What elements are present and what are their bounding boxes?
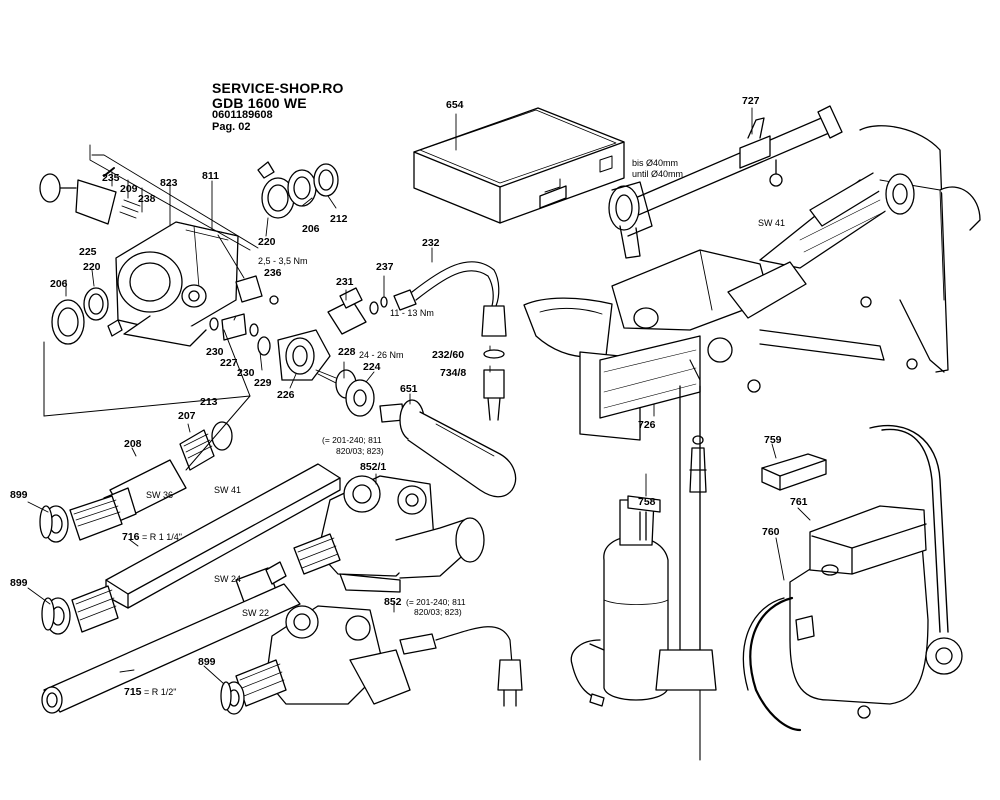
model-name: GDB 1600 WE <box>212 94 307 111</box>
part-labels: 654 727 811 823 235 209 238 225 220 206 … <box>10 95 808 698</box>
torque-236: 2,5 - 3,5 Nm <box>258 256 308 266</box>
torque-237: 11 - 13 Nm <box>390 308 434 318</box>
label-852-1: 852/1 <box>360 461 386 473</box>
label-823: 823 <box>160 177 178 189</box>
label-227: 227 <box>220 357 238 369</box>
label-206-right: 206 <box>302 223 320 235</box>
label-209: 209 <box>120 183 138 195</box>
hanging-coupling-drawing <box>689 435 707 493</box>
knob-screw-drawing <box>39 167 141 225</box>
label-236: 236 <box>264 267 282 279</box>
valve-hose-drawing <box>327 261 507 421</box>
seal-rings-right <box>107 161 339 337</box>
coupling-drawing <box>277 329 375 417</box>
label-206-left: 206 <box>50 278 68 290</box>
sw24-label: SW 24 <box>214 574 241 584</box>
filter-block-drawing <box>761 453 827 491</box>
leader-lines <box>27 107 811 685</box>
ring-899-b <box>41 597 55 631</box>
label-208: 208 <box>124 438 142 450</box>
ring-899-c <box>220 681 232 711</box>
variant-852-line2: 820/03; 823) <box>414 607 462 617</box>
label-727: 727 <box>742 95 760 107</box>
label-759: 759 <box>764 434 782 446</box>
water-tank-drawing <box>570 385 717 707</box>
label-207: 207 <box>178 410 196 422</box>
label-734-8: 734/8 <box>440 367 466 379</box>
label-715: 715 <box>124 686 142 698</box>
label-232-60: 232/60 <box>432 349 464 361</box>
label-231: 231 <box>336 276 354 288</box>
label-230-a: 230 <box>206 346 224 358</box>
label-230-b: 230 <box>237 367 255 379</box>
label-212: 212 <box>330 213 348 225</box>
shop-title: SERVICE-SHOP.RO <box>212 80 344 96</box>
label-758: 758 <box>638 496 656 508</box>
label-651: 651 <box>400 383 418 395</box>
drill-stand-drawing <box>523 125 981 761</box>
label-899-a: 899 <box>10 489 28 501</box>
label-761: 761 <box>790 496 808 508</box>
label-229: 229 <box>254 377 272 389</box>
label-899-b: 899 <box>10 577 28 589</box>
variant-852-1-line2: 820/03; 823) <box>336 446 384 456</box>
sw22-label: SW 22 <box>242 608 269 618</box>
label-235: 235 <box>102 172 120 184</box>
label-220-right: 220 <box>258 236 276 248</box>
extension-tube-716 <box>45 463 341 635</box>
label-716: 716 <box>122 531 140 543</box>
label-726: 726 <box>638 419 656 431</box>
label-899-c: 899 <box>198 656 216 668</box>
column-bar-drawing <box>608 105 843 259</box>
label-811: 811 <box>202 170 219 182</box>
sw41-label: SW 41 <box>214 485 241 495</box>
small-parts-cluster <box>209 275 279 356</box>
thread-715: = R 1/2" <box>144 687 176 697</box>
sw41-top-label: SW 41 <box>758 218 785 228</box>
vacuum-cleaner-drawing <box>742 424 963 732</box>
label-228: 228 <box>338 346 356 358</box>
page-number: Pag. 02 <box>212 120 251 133</box>
label-760: 760 <box>762 526 780 538</box>
label-654: 654 <box>446 99 464 111</box>
thread-716: = R 1 1/4" <box>142 532 182 542</box>
label-237: 237 <box>376 261 394 273</box>
label-852: 852 <box>384 596 402 608</box>
label-225: 225 <box>79 246 97 258</box>
label-232: 232 <box>422 237 440 249</box>
gear-housing-852 <box>223 605 523 715</box>
label-226: 226 <box>277 389 295 401</box>
variant-852-line1: (= 201-240; 811 <box>406 597 466 607</box>
sw36-label: SW 36 <box>146 490 173 500</box>
gear-housing-852-1 <box>293 475 485 593</box>
diameter-until: until Ø40mm <box>632 169 683 179</box>
extension-tube-715 <box>41 583 301 714</box>
header-block: SERVICE-SHOP.RO GDB 1600 WE 0601189608 P… <box>212 81 344 133</box>
seal-rings-left <box>51 287 109 345</box>
carrying-case-drawing <box>413 107 625 224</box>
part-code: 0601189608 <box>212 109 273 122</box>
label-220-left: 220 <box>83 261 101 273</box>
gearbox-head-drawing <box>115 221 239 347</box>
spindle-parts-drawing <box>43 421 233 543</box>
variant-852-1-line1: (= 201-240; 811 <box>322 435 382 445</box>
ring-899-a <box>39 505 53 539</box>
side-handle-drawing <box>379 399 517 498</box>
torque-224: 24 - 26 Nm <box>359 350 404 360</box>
diameter-bis: bis Ø40mm <box>632 158 678 168</box>
label-238: 238 <box>138 193 156 205</box>
label-224: 224 <box>363 361 381 373</box>
label-213: 213 <box>200 396 218 408</box>
